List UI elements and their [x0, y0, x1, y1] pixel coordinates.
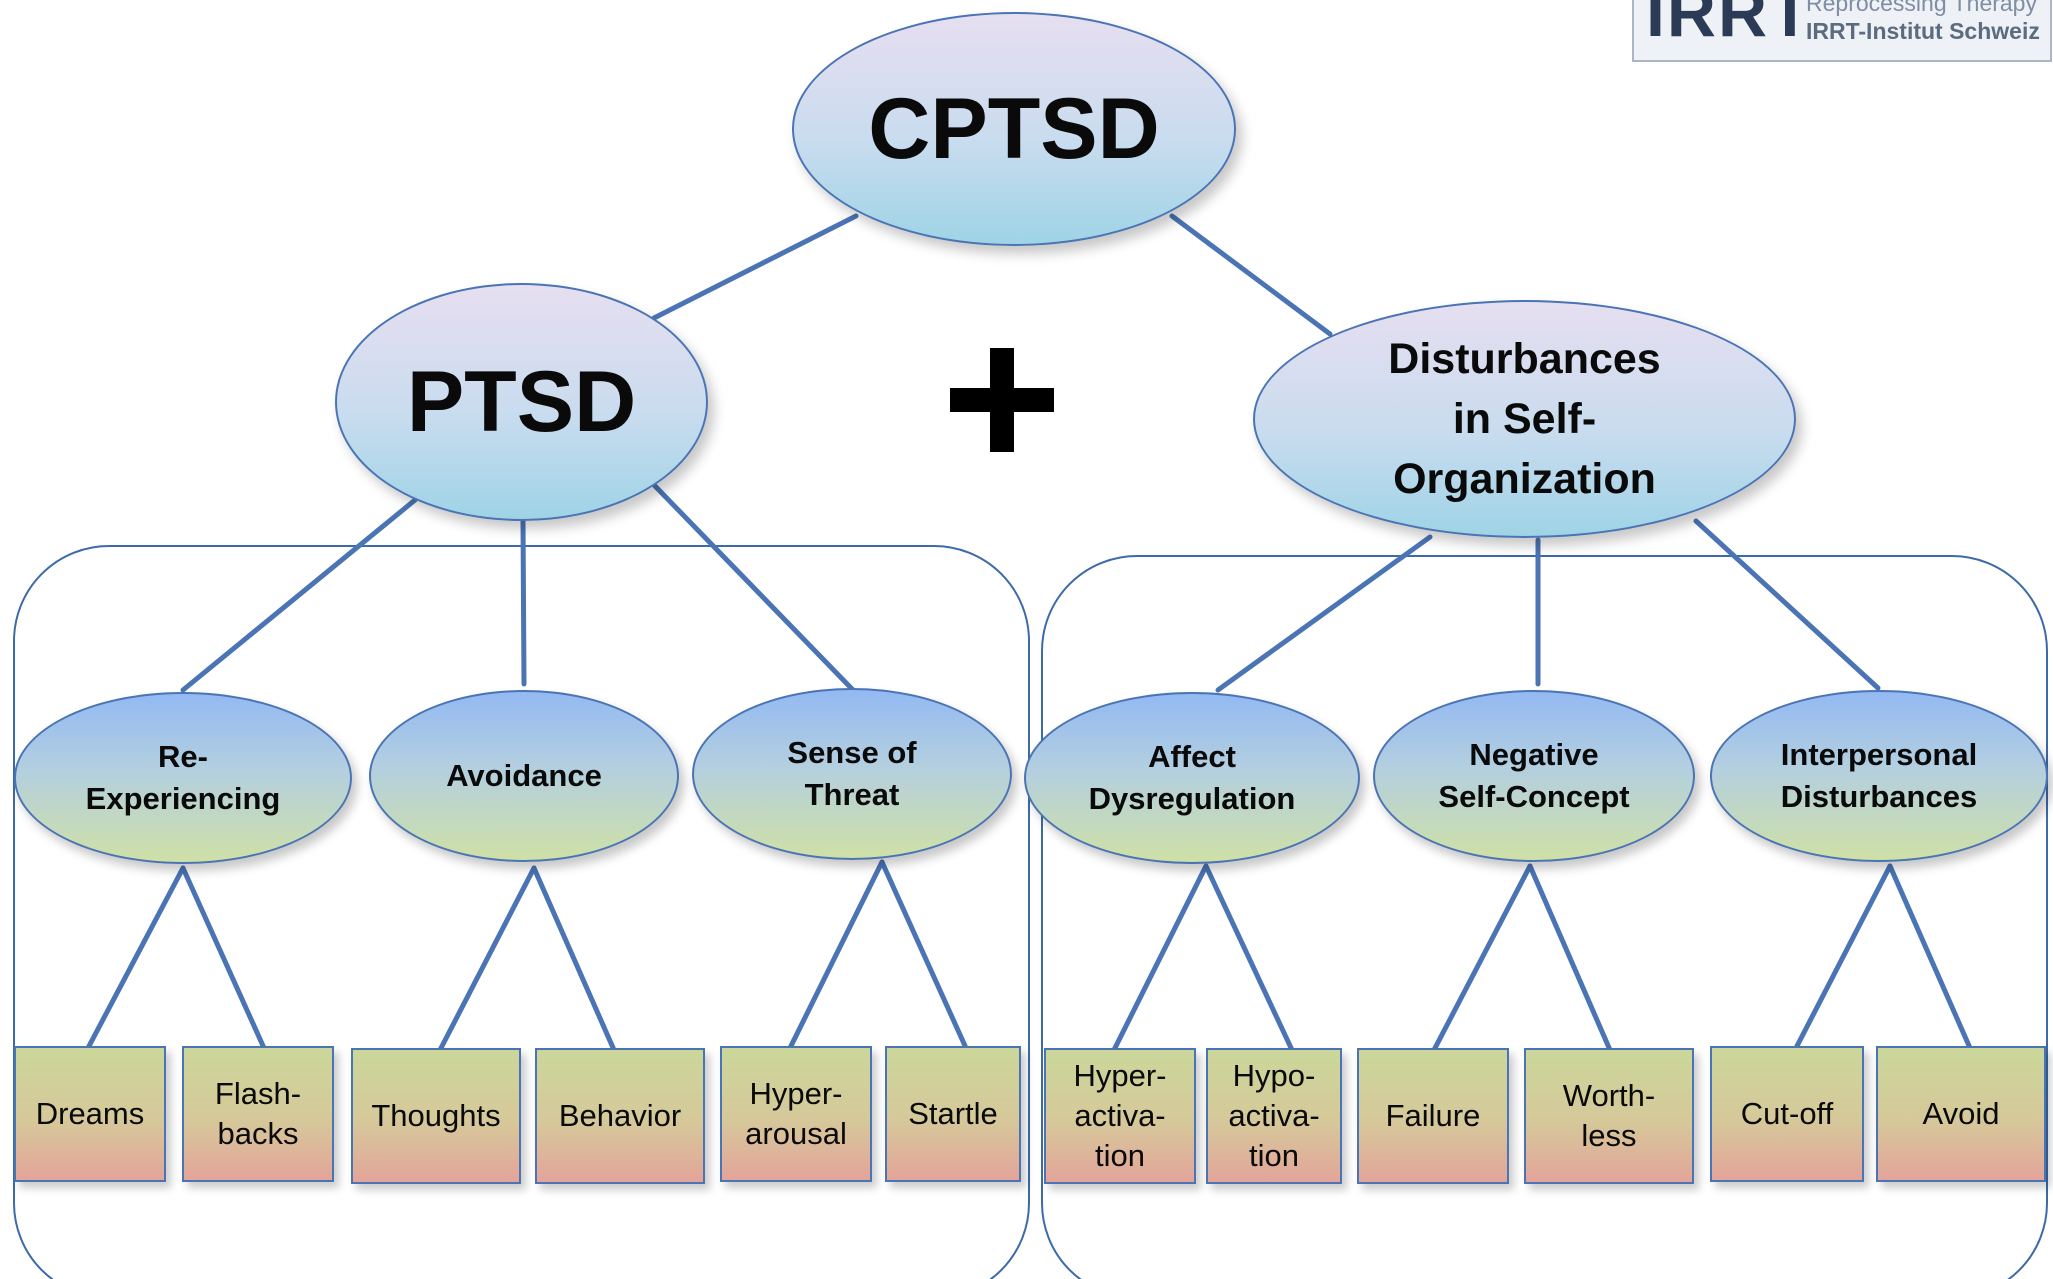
symptom-cutoff: Cut-off: [1710, 1046, 1864, 1182]
symptom-behavior: Behavior: [535, 1048, 705, 1184]
cluster-negative-self-concept: Negative Self-Concept: [1373, 690, 1695, 862]
connector-ptsd-avoidance: [520, 518, 527, 687]
symptom-flashbacks: Flash- backs: [182, 1046, 334, 1182]
dso-group-frame: [1041, 555, 2048, 1279]
cluster-interpersonal-disturbances: Interpersonal Disturbances: [1710, 690, 2048, 862]
logo-line-1: Reprocessing Therapy: [1806, 0, 2037, 16]
symptom-label: Cut-off: [1740, 1095, 1834, 1131]
cptsd-node: CPTSD: [792, 12, 1236, 246]
connector-avoid-behavior: [531, 865, 617, 1053]
symptom-avoid: Avoid: [1876, 1046, 2046, 1182]
symptom-hyperarousal: Hyper- arousal: [720, 1046, 872, 1182]
symptom-label: Failure: [1385, 1097, 1481, 1133]
symptom-thoughts: Thoughts: [351, 1048, 521, 1184]
connector-interpersonal-avoid: [1887, 863, 1973, 1051]
connector-interpersonal-cutoff: [1793, 863, 1893, 1051]
symptom-label: Dreams: [35, 1095, 145, 1131]
symptom-startle: Startle: [885, 1046, 1021, 1182]
connector-affect-hyperactivation: [1111, 863, 1209, 1053]
connector-reexp-dreams: [85, 865, 186, 1051]
connector-avoid-thoughts: [437, 865, 537, 1053]
symptom-label: Startle: [908, 1095, 998, 1131]
cluster-re-experiencing: Re- Experiencing: [14, 692, 352, 864]
plus-sign-icon: [950, 348, 1054, 452]
symptom-label: Hypo- activa- tion: [1228, 1057, 1320, 1174]
symptom-worthless: Worth- less: [1524, 1048, 1694, 1184]
connector-root-dso: [1169, 213, 1333, 337]
connector-ptsd-reexperiencing: [180, 497, 418, 693]
cptsd-label: CPTSD: [868, 80, 1160, 177]
cluster-avoidance: Avoidance: [369, 690, 679, 862]
connector-threat-startle: [879, 859, 969, 1051]
cluster-label: Re- Experiencing: [85, 739, 281, 816]
symptom-hypoactivation: Hypo- activa- tion: [1206, 1048, 1342, 1184]
cluster-label: Interpersonal Disturbances: [1780, 737, 1978, 814]
connector-selfconcept-failure: [1431, 863, 1533, 1053]
connector-dso-affect: [1215, 534, 1433, 693]
connector-selfconcept-worthless: [1527, 863, 1613, 1053]
symptom-dreams: Dreams: [14, 1046, 166, 1182]
symptom-label: Avoid: [1922, 1095, 2000, 1131]
connector-threat-hyperarousal: [787, 859, 885, 1051]
connector-ptsd-sense-of-threat: [652, 483, 856, 693]
cluster-label: Sense of Threat: [787, 735, 917, 812]
symptom-label: Hyper- activa- tion: [1073, 1057, 1167, 1174]
symptom-failure: Failure: [1357, 1048, 1509, 1184]
cluster-sense-of-threat: Sense of Threat: [692, 688, 1012, 860]
logo-mark: IRRT: [1646, 0, 1813, 51]
dso-label: Disturbances in Self- Organization: [1388, 334, 1661, 504]
symptom-hyperactivation: Hyper- activa- tion: [1044, 1048, 1196, 1184]
symptom-label: Worth- less: [1562, 1077, 1656, 1153]
logo-line-2: IRRT-Institut Schweiz: [1806, 18, 2040, 44]
irrt-logo: IRRT Reprocessing Therapy IRRT-Institut …: [1632, 0, 2052, 62]
symptom-label: Thoughts: [371, 1097, 501, 1133]
dso-node: Disturbances in Self- Organization: [1253, 300, 1796, 538]
connector-reexp-flashbacks: [180, 865, 267, 1051]
cluster-label: Affect Dysregulation: [1088, 739, 1296, 816]
ptsd-node: PTSD: [335, 283, 708, 521]
symptom-label: Flash- backs: [214, 1075, 302, 1151]
symptom-label: Behavior: [558, 1097, 682, 1133]
cluster-label: Avoidance: [446, 758, 602, 794]
ptsd-label: PTSD: [406, 353, 637, 450]
connector-affect-hypoactivation: [1203, 863, 1295, 1053]
cluster-label: Negative Self-Concept: [1438, 737, 1630, 814]
symptom-label: Hyper- arousal: [745, 1075, 847, 1151]
connector-dso-interpersonal: [1693, 518, 1881, 691]
cluster-affect-dysregulation: Affect Dysregulation: [1024, 692, 1360, 864]
connector-root-ptsd: [651, 213, 859, 321]
